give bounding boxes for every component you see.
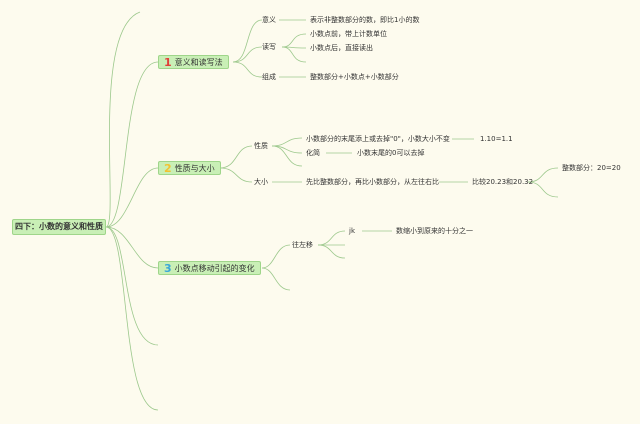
node-move-left[interactable]: 往左移 [292, 241, 313, 249]
node-composition[interactable]: 组成 [262, 73, 276, 81]
number-badge: 3 [164, 262, 172, 275]
node-property-example[interactable]: 1.10=1.1 [480, 135, 513, 143]
root-topic[interactable]: 四下：小数的意义和性质 [12, 219, 106, 235]
node-read-before-point[interactable]: 小数点前，带上计数单位 [310, 30, 387, 38]
node-simplify[interactable]: 化简 [306, 149, 320, 157]
node-property[interactable]: 性质 [254, 142, 268, 150]
branch-label: 意义和读写法 [174, 58, 223, 67]
node-jk[interactable]: jk [349, 227, 355, 235]
node-meaning-desc[interactable]: 表示非整数部分的数，即比1小的数 [310, 16, 420, 24]
node-size-rule[interactable]: 先比整数部分，再比小数部分，从左往右比 [306, 178, 439, 186]
node-simplify-desc[interactable]: 小数末尾的0可以去掉 [357, 149, 425, 157]
node-meaning[interactable]: 意义 [262, 16, 276, 24]
node-property-rule[interactable]: 小数部分的末尾添上或去掉"0"，小数大小不变 [306, 135, 450, 143]
branch-label: 性质与大小 [174, 164, 215, 173]
branch-label: 小数点移动引起的变化 [174, 264, 255, 273]
node-composition-desc[interactable]: 整数部分+小数点+小数部分 [310, 73, 399, 81]
number-badge: 2 [164, 162, 172, 175]
node-size-integer-part[interactable]: 整数部分：20=20 [562, 164, 621, 172]
node-read-after-point[interactable]: 小数点后，直接读出 [310, 44, 373, 52]
node-size[interactable]: 大小 [254, 178, 268, 186]
number-badge: 1 [164, 56, 172, 69]
node-read-write[interactable]: 读写 [262, 43, 276, 51]
node-shrink-tenth[interactable]: 数缩小到原来的十分之一 [396, 227, 473, 235]
node-size-compare[interactable]: 比较20.23和20.32 [472, 178, 534, 186]
